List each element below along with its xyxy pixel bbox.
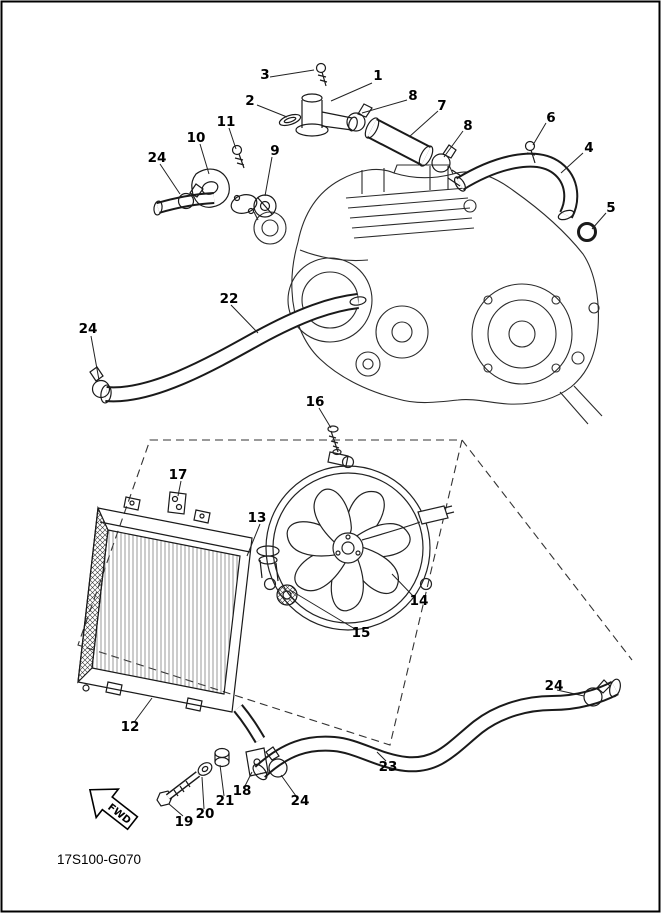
hose-7 [364, 117, 434, 167]
bolt-3 [315, 62, 328, 87]
bracket-18 [245, 747, 269, 777]
cover-10 [191, 168, 230, 208]
hose-clamp-8b [431, 144, 457, 173]
o-ring-5 [577, 222, 597, 242]
bolt-6 [524, 140, 536, 164]
pipe-24-top [153, 183, 215, 216]
hose-23 [252, 678, 621, 781]
lower-hose-assembly [156, 678, 621, 807]
engine-outline [253, 164, 603, 425]
thermostat-outlet-assembly [153, 62, 597, 242]
radiator-outlet [233, 704, 266, 744]
bolt-19 [156, 771, 201, 807]
bolt-11 [231, 144, 245, 169]
washer-20 [197, 762, 213, 776]
thermostat-housing-1 [295, 93, 358, 137]
flange-plate [230, 194, 258, 215]
thermostat-9 [253, 194, 277, 218]
radiator-12 [77, 491, 298, 744]
nut-21 [214, 747, 230, 768]
hose-clamp-24-right [583, 679, 611, 707]
bolt-16 [327, 425, 349, 467]
hose-clamp-24-bottom [265, 746, 288, 778]
gasket-2 [278, 113, 302, 127]
hose-22 [89, 293, 367, 404]
hose-4 [453, 152, 579, 221]
cooling-fan-14 [263, 425, 455, 631]
leader-lines [90, 69, 607, 817]
construction-lines [77, 439, 633, 746]
hose-clamp-8a [346, 103, 373, 132]
fwd-arrow: FWD [88, 788, 139, 831]
fan-connector [361, 505, 455, 541]
diagram-code: 17S100-G070 [57, 852, 141, 867]
bracket-17 [167, 491, 187, 515]
